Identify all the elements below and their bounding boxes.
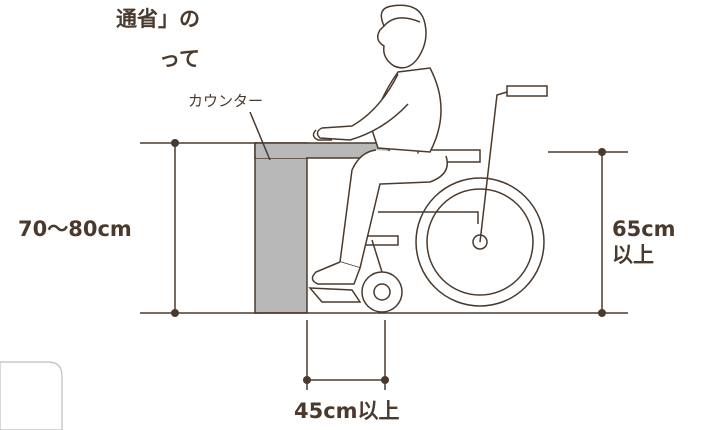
wheelchair [308, 85, 548, 313]
knee-height-dimension [548, 148, 628, 317]
counter-leader-line [249, 111, 271, 161]
heading-line-1: 通省」の [116, 7, 200, 31]
knee-depth-dimension [303, 320, 389, 390]
seated-person [311, 4, 448, 285]
counter-height-dimension [140, 139, 258, 317]
arm [316, 73, 409, 141]
knee-height-label-line2: 以上 [612, 243, 654, 267]
counter-height-label: 70〜80cm [18, 217, 132, 241]
seat-frame [378, 211, 479, 224]
knee-height-label-line1: 65cm [612, 217, 676, 241]
hair [383, 17, 421, 27]
knee-depth-label: 45cm以上 [294, 399, 400, 423]
front-frame [371, 239, 383, 273]
heading-line-2: って [159, 47, 200, 71]
hand [312, 129, 332, 141]
push-handle [506, 85, 548, 97]
head [377, 4, 427, 69]
thigh [339, 149, 448, 269]
caster-inner [373, 283, 391, 301]
footrest [308, 287, 362, 303]
counter-label: カウンター [188, 92, 263, 110]
hand-rim [426, 188, 534, 296]
card-fragment [0, 361, 63, 430]
rear-wheel [415, 177, 545, 307]
lower-leg [311, 261, 361, 285]
handle-frame [479, 91, 508, 243]
